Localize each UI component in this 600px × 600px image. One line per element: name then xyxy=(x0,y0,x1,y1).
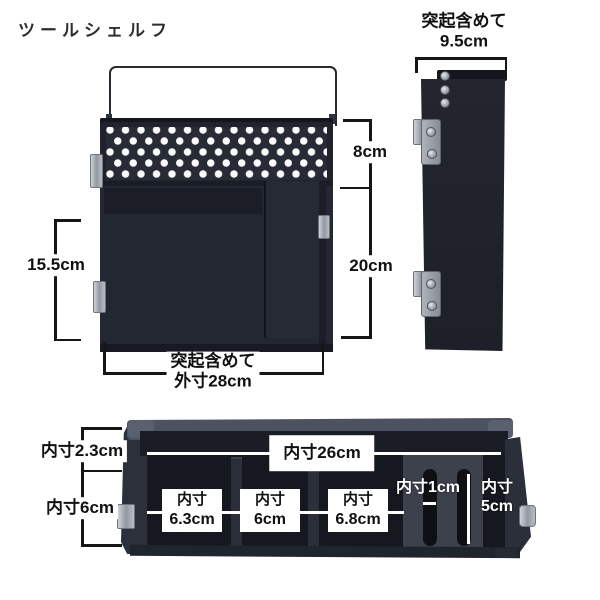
tick xyxy=(81,544,122,547)
dim-segment xyxy=(222,511,240,514)
dim-segment xyxy=(388,511,404,514)
left-clip-top xyxy=(90,154,103,188)
label-line: 6.8cm xyxy=(335,510,381,528)
dim-back-slot-2-3cm: 内寸2.3cm xyxy=(36,440,128,462)
tick xyxy=(103,342,106,374)
dim-compartment-6-3cm: 内寸 6.3cm xyxy=(162,489,222,532)
label-line: 5cm xyxy=(480,498,514,516)
rivet xyxy=(426,127,436,137)
dim-tray-depth-6cm: 内寸6cm xyxy=(41,497,119,519)
tick xyxy=(81,427,122,430)
dim-outer-28cm: 突起含めて 外寸28cm xyxy=(166,351,260,393)
label-line: 内寸 xyxy=(480,479,513,496)
dim-segment xyxy=(147,511,162,514)
tick xyxy=(340,186,372,189)
dim-20cm: 20cm xyxy=(345,255,397,277)
rivet xyxy=(440,85,450,95)
dim-slot-1cm: 内寸1cm xyxy=(396,479,461,496)
tick xyxy=(415,57,418,73)
dim-note: 突起含めて xyxy=(421,11,507,31)
rivet xyxy=(440,98,450,108)
tick xyxy=(504,57,507,73)
dim-segment xyxy=(300,511,328,514)
rivet xyxy=(427,149,437,159)
front-bottom-edge xyxy=(100,344,333,352)
label-line: 6cm xyxy=(253,510,287,528)
right-sub-panel xyxy=(264,181,321,338)
dim-value: 9.5cm xyxy=(439,32,489,51)
vertical-slot xyxy=(423,469,437,546)
dim-tick xyxy=(423,502,436,505)
tick xyxy=(81,469,122,472)
tick xyxy=(54,219,81,222)
page-title: ツールシェルフ xyxy=(18,21,172,40)
dim-note: 突起含めて xyxy=(170,351,256,371)
dim-right-5cm: 内寸 5cm xyxy=(478,478,516,516)
dimension-line xyxy=(54,219,57,341)
carry-handle xyxy=(109,66,337,126)
left-clip-bottom xyxy=(93,281,106,313)
label-line: 内寸 xyxy=(254,491,285,509)
dim-compartment-6cm: 内寸 6cm xyxy=(240,489,300,532)
compartment-divider xyxy=(308,457,319,551)
dimension-line xyxy=(415,57,507,60)
dim-compartment-6-8cm: 内寸 6.8cm xyxy=(328,489,388,532)
tray-left-latch xyxy=(117,504,135,529)
compartment-divider xyxy=(231,457,242,551)
top-basket-perforation xyxy=(106,127,327,180)
right-compartment xyxy=(483,455,509,549)
label-line: 内寸 xyxy=(342,491,373,509)
dim-depth-9-5cm: 突起含めて 9.5cm xyxy=(418,12,511,53)
right-sub-panel-solid xyxy=(266,278,321,338)
label-line: 6.3cm xyxy=(169,510,215,528)
middle-shelf-perforation xyxy=(104,188,262,214)
dim-inner-26cm: 内寸26cm xyxy=(269,435,375,471)
dim-value: 外寸28cm xyxy=(174,372,252,391)
tick xyxy=(341,336,372,339)
dim-8cm: 8cm xyxy=(348,141,392,163)
dim-line-vertical xyxy=(467,474,470,544)
tick xyxy=(54,338,81,341)
tick xyxy=(321,342,324,374)
side-back-edge xyxy=(437,70,507,81)
tick xyxy=(343,119,372,122)
pegboard-panel xyxy=(104,214,264,344)
dim-15-5cm: 15.5cm xyxy=(23,254,89,276)
label-line: 内寸 xyxy=(176,491,207,509)
front-right-frame xyxy=(319,181,326,350)
rivet xyxy=(426,279,436,289)
dimension-line xyxy=(369,119,372,338)
rivet xyxy=(427,301,437,311)
tray-right-knob xyxy=(519,505,536,527)
tray-front-edge xyxy=(129,544,521,559)
slot-panel xyxy=(403,455,483,549)
rivet xyxy=(440,71,450,81)
dimension-line xyxy=(81,427,84,546)
tray-front-step xyxy=(495,548,517,558)
right-clip xyxy=(318,215,330,239)
